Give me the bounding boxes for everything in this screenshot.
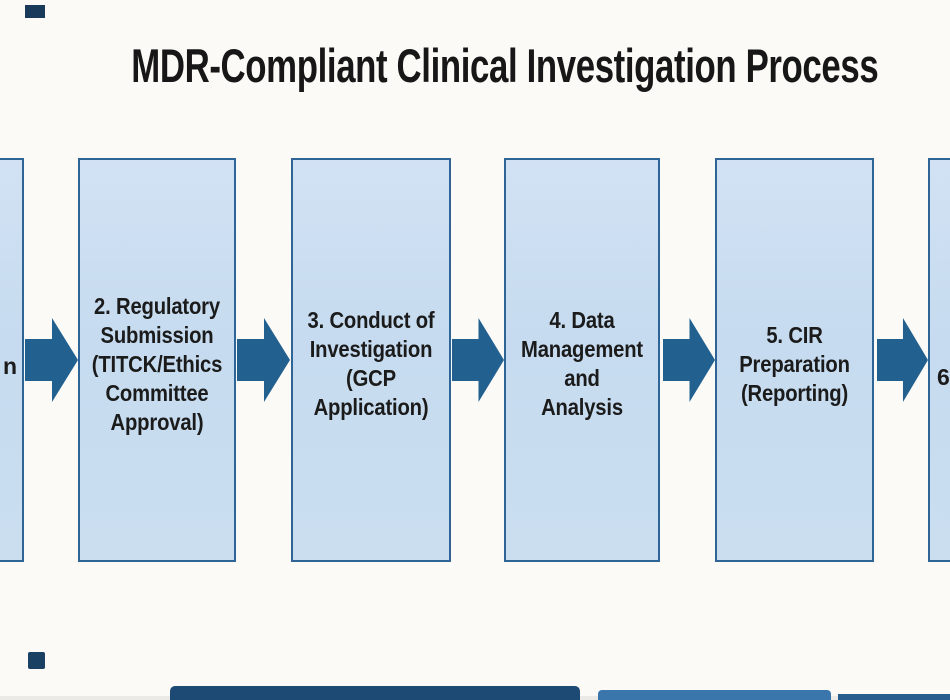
flow-arrow-icon xyxy=(452,318,504,402)
step-4-label: 4. Data Management and Analysis xyxy=(515,298,649,422)
cutoff-bar-bottom-3 xyxy=(838,694,950,700)
flow-step-box-2: 2. Regulatory Submission (TITCK/Ethics C… xyxy=(78,158,236,562)
step-2-line: Committee xyxy=(105,379,209,406)
flow-step-box-1: n xyxy=(0,158,24,562)
cutoff-bar-bottom-2 xyxy=(598,690,831,700)
step-5-line: Preparation xyxy=(739,350,850,377)
step-2-line: Approval) xyxy=(110,408,204,435)
step-4-line: Analysis xyxy=(541,394,623,420)
flow-step-box-5: 5. CIR Preparation (Reporting) xyxy=(715,158,874,562)
page-title: MDR-Compliant Clinical Investigation Pro… xyxy=(0,40,950,92)
step-5-line: 5. CIR xyxy=(766,321,823,348)
step-2-label: 2. Regulatory Submission (TITCK/Ethics C… xyxy=(89,284,225,437)
step-3-label: 3. Conduct of Investigation (GCP Applica… xyxy=(302,298,439,422)
step-3-line: (GCP xyxy=(346,365,396,391)
cutoff-shape-bottom-left xyxy=(28,652,45,669)
step-4-line: 4. Data xyxy=(549,307,615,333)
cutoff-shape-top-left xyxy=(25,5,45,18)
step-4-line: Management xyxy=(521,336,643,362)
flow-arrow-icon xyxy=(663,318,715,402)
step-2-line: (TITCK/Ethics xyxy=(91,350,223,377)
step-3-line: 3. Conduct of xyxy=(307,307,435,333)
flow-step-box-4: 4. Data Management and Analysis xyxy=(504,158,660,562)
step-2-line: Submission xyxy=(100,321,214,348)
flow-arrow-icon xyxy=(877,318,928,402)
step-5-label: 5. CIR Preparation (Reporting) xyxy=(726,313,862,408)
step-3-line: Application) xyxy=(313,394,429,420)
step-5-line: (Reporting) xyxy=(740,379,849,406)
flow-arrow-icon xyxy=(25,318,78,402)
step-1-label-fragment: n xyxy=(2,353,17,379)
step-6-label-fragment: 6 xyxy=(937,364,950,390)
flow-step-box-6: 6 xyxy=(928,158,950,562)
page-title-text: MDR-Compliant Clinical Investigation Pro… xyxy=(131,39,879,92)
step-4-line: and xyxy=(564,365,600,391)
step-3-line: Investigation xyxy=(309,336,433,362)
flow-step-box-3: 3. Conduct of Investigation (GCP Applica… xyxy=(291,158,451,562)
flow-arrow-icon xyxy=(237,318,290,402)
cutoff-bar-bottom-1 xyxy=(170,686,580,700)
step-2-line: 2. Regulatory xyxy=(94,292,220,319)
